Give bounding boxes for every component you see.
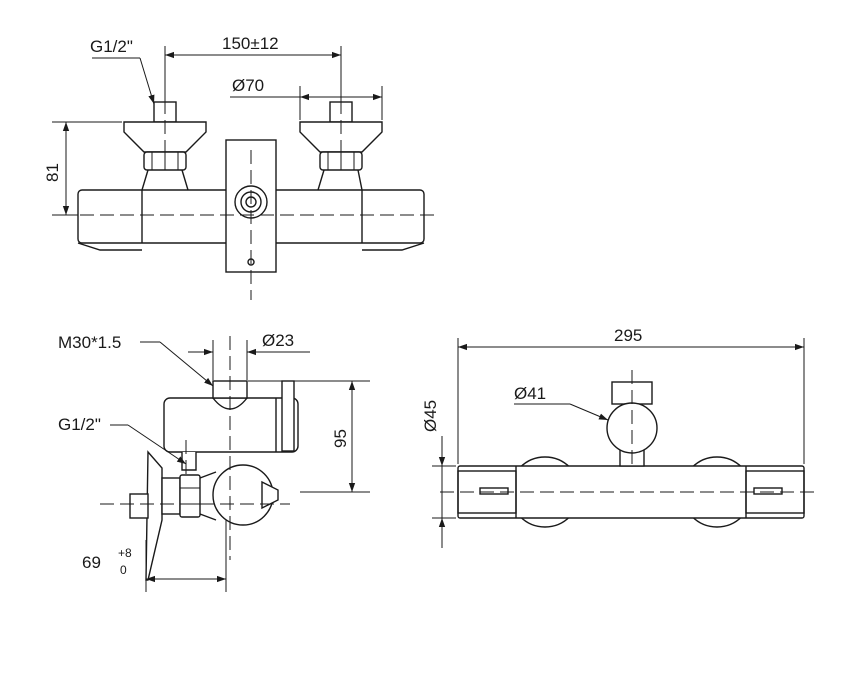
label-height-top: 81 xyxy=(43,163,62,182)
label-inlet-thread: M30*1.5 xyxy=(58,333,121,352)
label-inlet-diameter: Ø23 xyxy=(262,331,294,350)
label-total-length: 295 xyxy=(614,326,642,345)
label-thread-side: G1/2" xyxy=(58,415,101,434)
label-knob-diameter: Ø41 xyxy=(514,384,546,403)
label-body-diameter: Ø45 xyxy=(421,400,440,432)
label-handle-diameter: Ø70 xyxy=(232,76,264,95)
front-view xyxy=(432,338,820,548)
label-tolerance-plus: +8 xyxy=(118,546,132,560)
label-spacing: 150±12 xyxy=(222,34,279,53)
side-view xyxy=(100,336,370,592)
label-tolerance-zero: 0 xyxy=(120,563,127,577)
top-view xyxy=(52,46,440,300)
label-thread-top: G1/2" xyxy=(90,37,133,56)
label-height-side: 95 xyxy=(331,429,350,448)
label-projection: 69 xyxy=(82,553,101,572)
